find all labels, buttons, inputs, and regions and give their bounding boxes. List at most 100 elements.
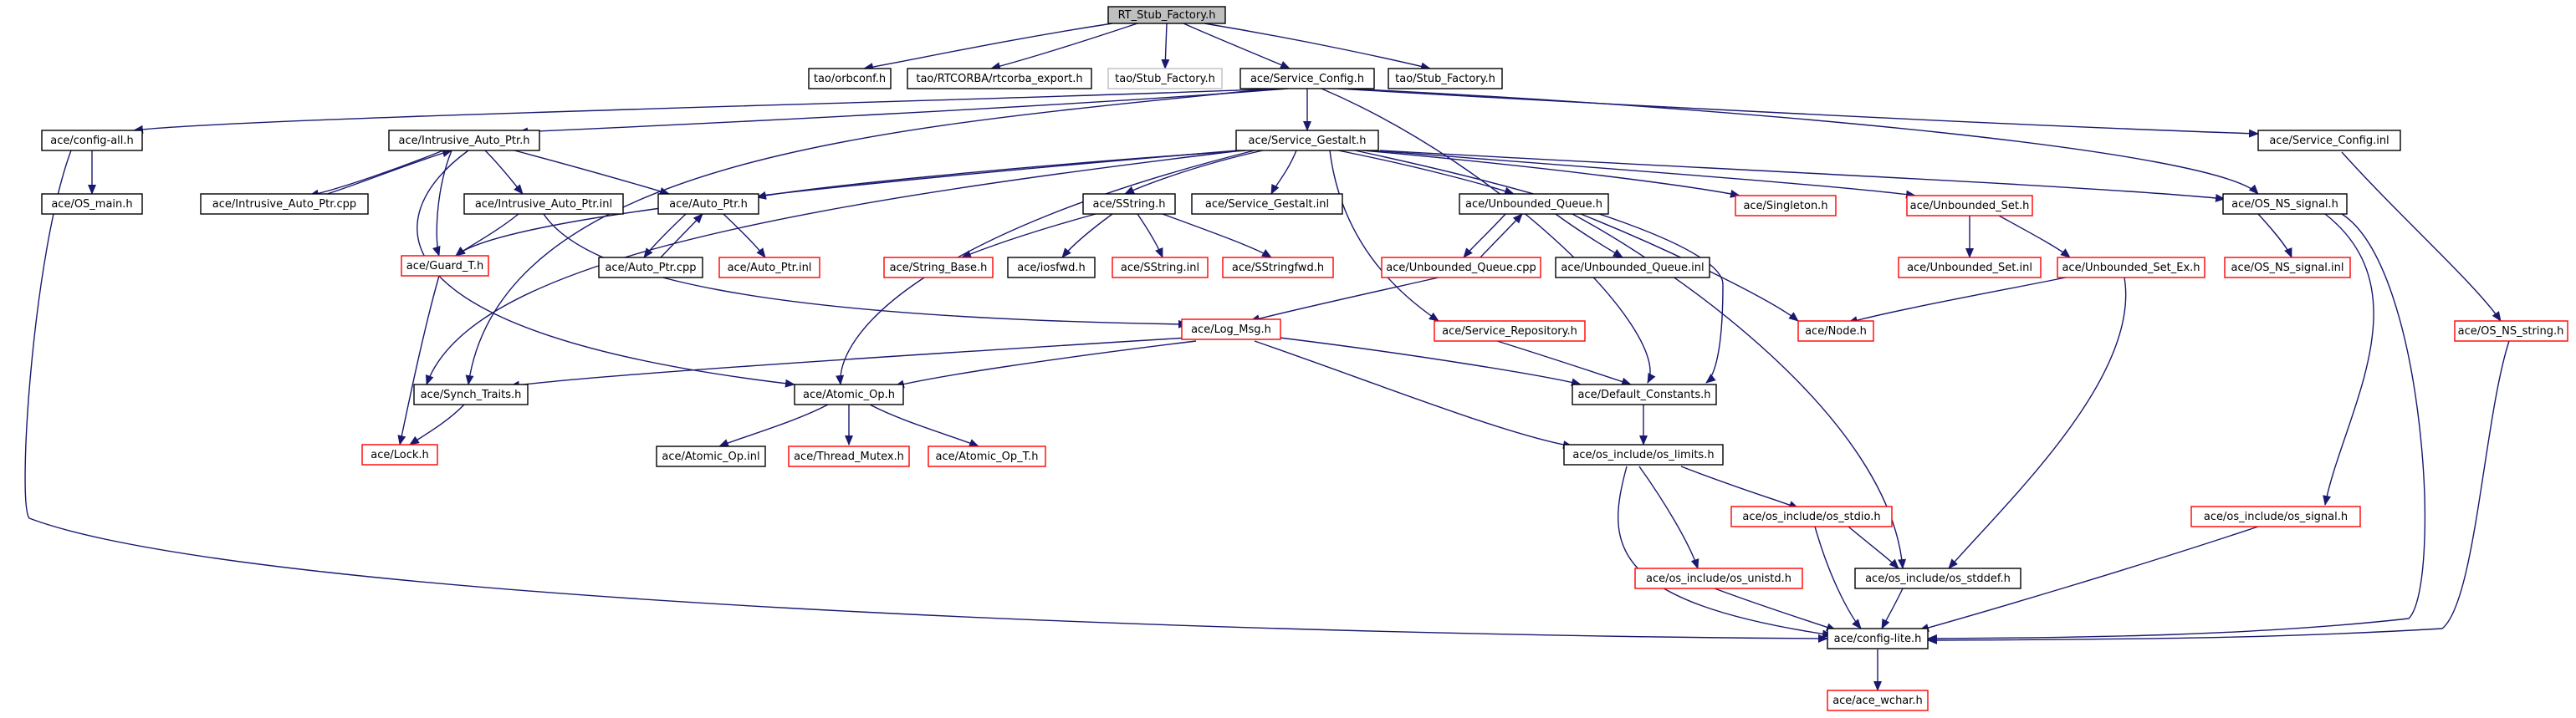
node-ace-os-stddef-h[interactable]: ace/os_include/os_stddef.h <box>1854 568 2021 589</box>
node-ace-string-base-h[interactable]: ace/String_Base.h <box>883 257 994 278</box>
svg-text:ace/Unbounded_Queue.h: ace/Unbounded_Queue.h <box>1465 198 1602 211</box>
node-ace-atomic-op-t-h[interactable]: ace/Atomic_Op_T.h <box>928 446 1046 467</box>
node-ace-unbounded-queue-inl[interactable]: ace/Unbounded_Queue.inl <box>1555 257 1710 278</box>
node-ace-unbounded-queue-cpp[interactable]: ace/Unbounded_Queue.cpp <box>1381 257 1541 278</box>
edge-log-msg-to-default-constants <box>1279 337 1582 387</box>
edge-uq-to-os-stddef <box>1572 213 1907 569</box>
edge-log-msg-to-atomic-op <box>894 340 1197 389</box>
edge-rt-stub-to-stub-factory-missing <box>1161 23 1170 69</box>
node-ace-unbounded-queue-h[interactable]: ace/Unbounded_Queue.h <box>1459 193 1609 215</box>
node-ace-os-limits-h[interactable]: ace/os_include/os_limits.h <box>1563 444 1724 466</box>
svg-text:tao/orbconf.h: tao/orbconf.h <box>814 73 886 85</box>
svg-text:ace/Intrusive_Auto_Ptr.cpp: ace/Intrusive_Auto_Ptr.cpp <box>212 198 356 211</box>
edge-us-to-us-ex <box>1998 215 2071 258</box>
svg-text:ace/Synch_Traits.h: ace/Synch_Traits.h <box>421 389 522 401</box>
node-ace-os-ns-string-h[interactable]: ace/OS_NS_string.h <box>2454 320 2568 342</box>
edge-os-stdio-to-config-lite <box>1814 526 1862 629</box>
svg-text:ace/iosfwd.h: ace/iosfwd.h <box>1017 262 1085 274</box>
node-ace-ace-wchar-h[interactable]: ace/ace_wchar.h <box>1827 690 1929 711</box>
svg-text:ace/OS_NS_string.h: ace/OS_NS_string.h <box>2458 325 2564 338</box>
edge-gestalt-to-singleton <box>1362 150 1740 198</box>
node-ace-intrusive-auto-ptr-inl[interactable]: ace/Intrusive_Auto_Ptr.inl <box>463 193 624 215</box>
node-ace-atomic-op-inl[interactable]: ace/Atomic_Op.inl <box>656 446 766 467</box>
node-ace-auto-ptr-inl[interactable]: ace/Auto_Ptr.inl <box>718 257 820 278</box>
edge-auto-ptr-cpp-to-auto-ptr <box>660 213 703 258</box>
node-ace-service-config-inl[interactable]: ace/Service_Config.inl <box>2257 130 2401 151</box>
edge-gestalt-to-auto-ptr <box>756 150 1247 200</box>
edge-synch-traits-to-lock <box>409 404 465 446</box>
edge-atomic-op-to-atomic-op-t <box>869 404 979 447</box>
node-ace-service-repository-h[interactable]: ace/Service_Repository.h <box>1434 320 1586 342</box>
svg-text:ace/OS_NS_signal.h: ace/OS_NS_signal.h <box>2231 198 2338 211</box>
svg-text:ace/Thread_Mutex.h: ace/Thread_Mutex.h <box>794 451 904 463</box>
node-ace-os-signal-h[interactable]: ace/os_include/os_signal.h <box>2190 506 2361 527</box>
node-ace-iosfwd-h[interactable]: ace/iosfwd.h <box>1007 257 1096 278</box>
edge-intrusive-ptr-to-cpp <box>309 150 444 198</box>
edge-guard-t-to-lock <box>397 275 440 446</box>
edge-auto-ptr-to-auto-ptr-cpp <box>643 213 687 258</box>
edge-os-limits-to-os-stdio <box>1680 466 1799 509</box>
node-ace-service-gestalt-inl[interactable]: ace/Service_Gestalt.inl <box>1191 193 1343 215</box>
node-ace-thread-mutex-h[interactable]: ace/Thread_Mutex.h <box>788 446 910 467</box>
node-ace-config-lite-h[interactable]: ace/config-lite.h <box>1827 628 1929 649</box>
node-tao-rtcorba-export[interactable]: tao/RTCORBA/rtcorba_export.h <box>907 68 1092 89</box>
edge-os-limits-to-config-lite <box>1618 466 1832 639</box>
node-ace-service-gestalt-h[interactable]: ace/Service_Gestalt.h <box>1235 130 1379 151</box>
node-ace-atomic-op-h[interactable]: ace/Atomic_Op.h <box>794 384 904 405</box>
node-ace-unbounded-set-h[interactable]: ace/Unbounded_Set.h <box>1906 195 2033 216</box>
svg-text:ace/Unbounded_Queue.inl: ace/Unbounded_Queue.inl <box>1561 262 1704 274</box>
edge-os-ns-signal-to-config-lite <box>1927 213 2425 643</box>
svg-text:ace/os_include/os_stdio.h: ace/os_include/os_stdio.h <box>1742 511 1880 523</box>
node-ace-unbounded-set-inl[interactable]: ace/Unbounded_Set.inl <box>1898 257 2042 278</box>
node-ace-service-config[interactable]: ace/Service_Config.h <box>1239 68 1375 89</box>
node-ace-os-ns-signal-inl[interactable]: ace/OS_NS_signal.inl <box>2224 257 2351 278</box>
node-ace-intrusive-auto-ptr-h[interactable]: ace/Intrusive_Auto_Ptr.h <box>388 130 540 151</box>
node-ace-os-main[interactable]: ace/OS_main.h <box>41 193 143 215</box>
node-ace-config-all[interactable]: ace/config-all.h <box>41 130 143 151</box>
node-ace-unbounded-set-ex-h[interactable]: ace/Unbounded_Set_Ex.h <box>2057 257 2205 278</box>
node-ace-default-constants-h[interactable]: ace/Default_Constants.h <box>1572 384 1717 405</box>
node-ace-auto-ptr-h[interactable]: ace/Auto_Ptr.h <box>657 193 759 215</box>
node-ace-os-ns-signal-h[interactable]: ace/OS_NS_signal.h <box>2222 193 2348 215</box>
edge-sstring-to-iosfwd <box>1061 213 1113 258</box>
node-ace-guard-t-h[interactable]: ace/Guard_T.h <box>401 255 489 277</box>
svg-text:ace/Service_Config.inl: ace/Service_Config.inl <box>2269 135 2389 147</box>
edge-intrusive-cpp-to-ptr <box>321 149 452 196</box>
svg-text:ace/OS_NS_signal.inl: ace/OS_NS_signal.inl <box>2231 262 2343 274</box>
svg-text:ace/Service_Gestalt.h: ace/Service_Gestalt.h <box>1248 135 1366 147</box>
node-ace-os-stdio-h[interactable]: ace/os_include/os_stdio.h <box>1730 506 1893 527</box>
svg-text:ace/OS_main.h: ace/OS_main.h <box>51 198 132 211</box>
svg-text:ace/os_include/os_unistd.h: ace/os_include/os_unistd.h <box>1646 573 1791 585</box>
node-tao-stub-factory-missing[interactable]: tao/Stub_Factory.h <box>1107 68 1223 89</box>
edge-gestalt-to-atomic-op <box>836 150 1255 385</box>
node-ace-sstring-h[interactable]: ace/SString.h <box>1082 193 1176 215</box>
svg-text:ace/os_include/os_stddef.h: ace/os_include/os_stddef.h <box>1865 573 2011 585</box>
svg-text:ace/config-lite.h: ace/config-lite.h <box>1834 633 1922 645</box>
node-tao-stub-factory[interactable]: tao/Stub_Factory.h <box>1388 68 1503 89</box>
edge-service-config-to-config-all <box>133 88 1280 134</box>
edge-uq-to-uq-inl <box>1555 213 1623 258</box>
edge-intrusive-ptr-to-inl <box>484 150 524 195</box>
edge-os-stddef-to-config-lite <box>1881 588 1904 629</box>
svg-text:ace/Node.h: ace/Node.h <box>1805 325 1867 338</box>
node-ace-singleton-h[interactable]: ace/Singleton.h <box>1735 195 1837 216</box>
edge-atomic-op-to-inl <box>718 404 829 447</box>
node-ace-sstringfwd-h[interactable]: ace/SStringfwd.h <box>1222 257 1334 278</box>
node-ace-intrusive-auto-ptr-cpp[interactable]: ace/Intrusive_Auto_Ptr.cpp <box>200 193 369 215</box>
node-ace-log-msg-h[interactable]: ace/Log_Msg.h <box>1181 318 1281 340</box>
node-rt-stub-factory[interactable]: RT_Stub_Factory.h <box>1107 6 1226 24</box>
node-ace-os-unistd-h[interactable]: ace/os_include/os_unistd.h <box>1634 568 1803 589</box>
edge-service-config-to-service-config-inl <box>1337 88 2259 138</box>
node-tao-orbconf[interactable]: tao/orbconf.h <box>808 68 892 89</box>
svg-text:ace/Lock.h: ace/Lock.h <box>371 449 429 461</box>
edge-os-stdio-to-os-stddef <box>1848 526 1899 569</box>
node-ace-auto-ptr-cpp[interactable]: ace/Auto_Ptr.cpp <box>598 257 703 278</box>
node-ace-synch-traits-h[interactable]: ace/Synch_Traits.h <box>413 384 529 405</box>
node-ace-lock-h[interactable]: ace/Lock.h <box>361 444 438 466</box>
dependency-edges <box>24 23 2510 691</box>
svg-text:ace/SString.inl: ace/SString.inl <box>1121 262 1199 274</box>
node-ace-node-h[interactable]: ace/Node.h <box>1797 320 1874 342</box>
edge-rt-stub-to-orbconf <box>863 23 1113 71</box>
node-ace-sstring-inl[interactable]: ace/SString.inl <box>1112 257 1209 278</box>
